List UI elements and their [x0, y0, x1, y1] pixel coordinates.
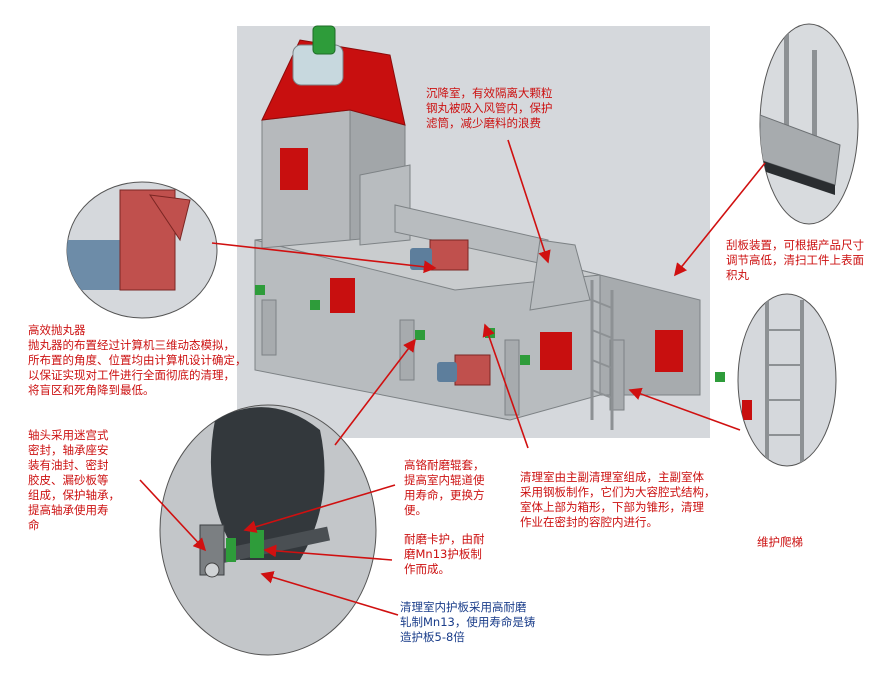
settling-chamber-annotation: 沉降室，有效隔离大颗粒 钢丸被吸入风管内，保护 滤筒，减少磨料的浪费 [426, 86, 553, 130]
cleaning-room-annotation: 清理室由主副清理室组成，主副室体 采用钢板制作，它们为大容腔式结构， 室体上部为… [520, 470, 716, 529]
blaster-title: 高效抛丸器 [28, 323, 86, 337]
shaft-seal-annotation: 轴头采用迷宫式 密封，轴承座安 装有油封、密封 胶皮、漏砂板等 组成，保护轴承，… [28, 428, 120, 532]
liner-plate-annotation: 清理室内护板采用高耐磨 轧制Mn13，使用寿命是铸 造护板5-8倍 [400, 600, 536, 644]
inset-blaster [66, 181, 218, 319]
scraper-annotation: 刮板装置，可根据产品尺寸 调节高低，清扫工件上表面 积丸 [726, 238, 864, 282]
ladder-annotation: 维护爬梯 [757, 535, 803, 549]
inset-scraper [759, 23, 859, 225]
inset-ladder [737, 293, 837, 467]
leader-arrows [139, 139, 766, 616]
inset-shaft-seal [159, 404, 377, 656]
roller-sleeve-annotation: 高铬耐磨辊套， 提高室内辊道使 用寿命，更换方 便。 [404, 458, 485, 517]
wear-guard-annotation: 耐磨卡护，由耐 磨Mn13护板制 作而成。 [404, 532, 485, 576]
blaster-annotation: 抛丸器的布置经过计算机三维动态模拟， 所布置的角度、位置均由计算机设计确定， 以… [28, 338, 247, 397]
shot-blast-machine [254, 25, 725, 430]
